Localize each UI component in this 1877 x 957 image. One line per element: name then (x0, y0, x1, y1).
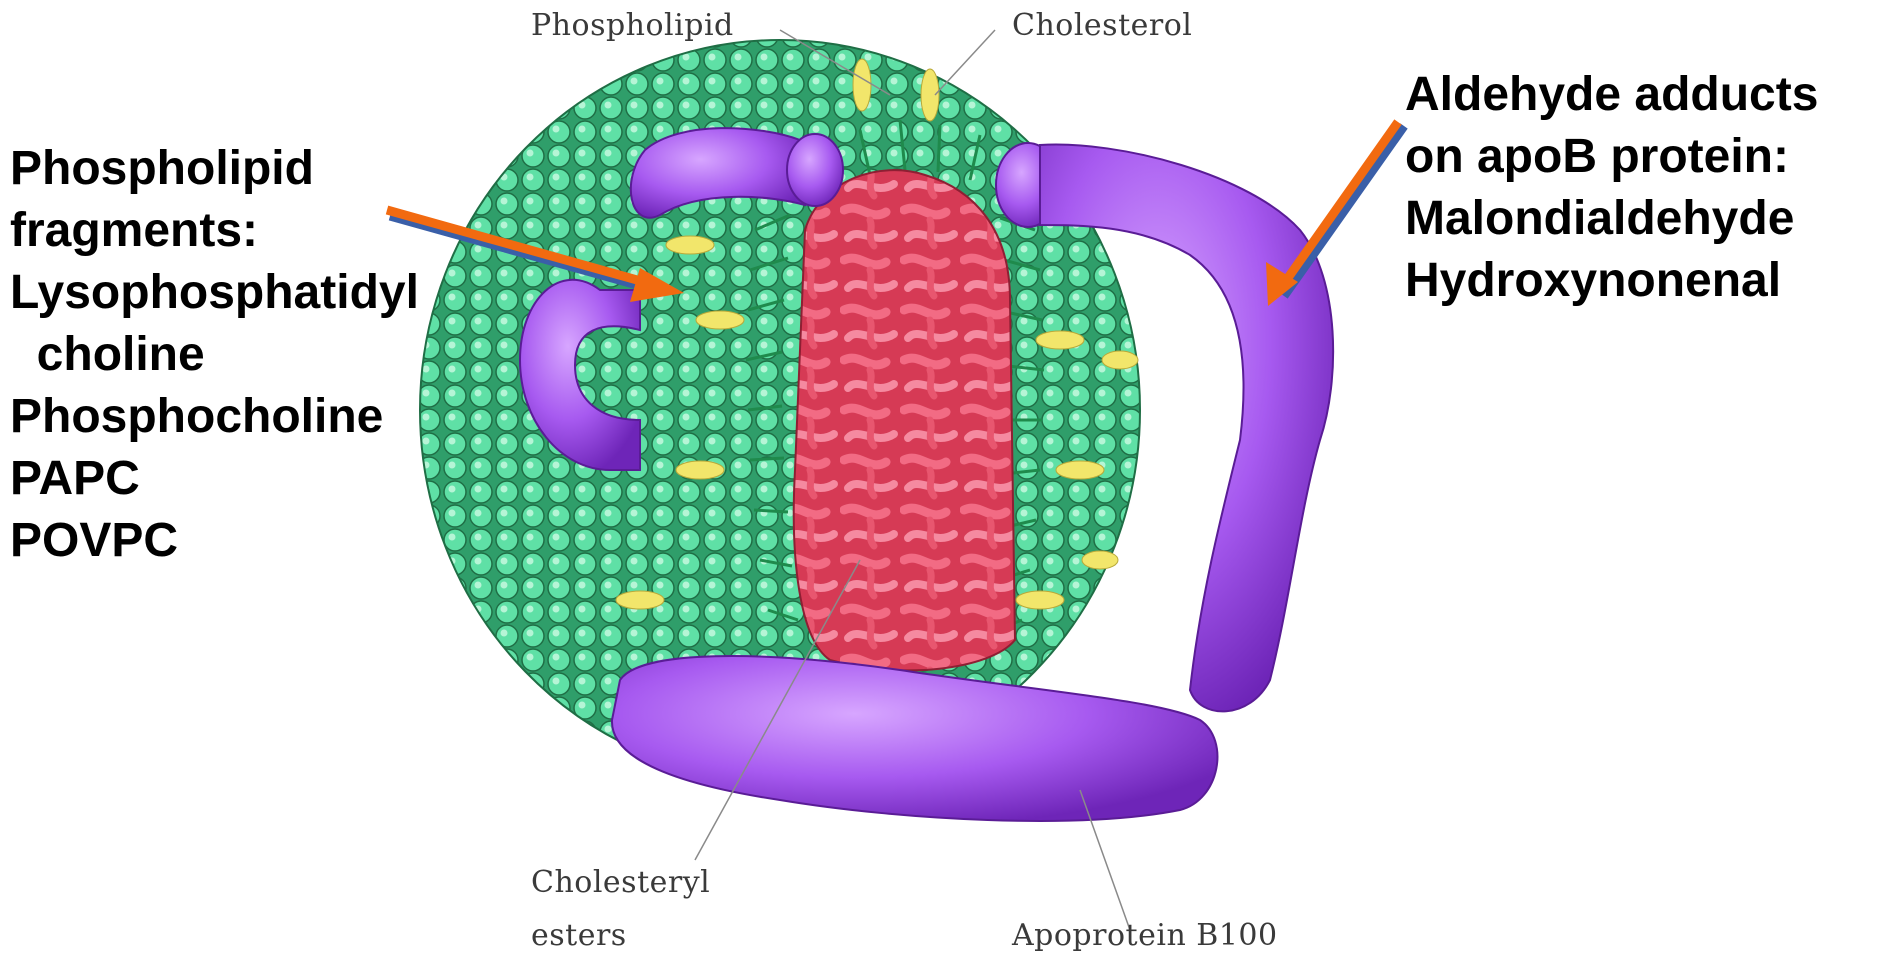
annotation-line: choline (10, 324, 419, 386)
label-phospholipid: Phospholipid (531, 8, 734, 43)
annotation-line: Phospholipid (10, 138, 419, 200)
label-apoprotein-b100: Apoprotein B100 (1012, 918, 1278, 953)
annotation-line: Aldehyde adducts (1405, 64, 1818, 126)
cholesteryl-ester-core (794, 170, 1015, 670)
annotation-line: Lysophosphatidyl (10, 262, 419, 324)
annotation-line: on apoB protein: (1405, 126, 1818, 188)
annotation-line: PAPC (10, 448, 419, 510)
annotation-line: fragments: (10, 200, 419, 262)
aldehyde-adducts-annotation: Aldehyde adducts on apoB protein: Malond… (1405, 64, 1818, 312)
annotation-line: Malondialdehyde (1405, 188, 1818, 250)
label-cholesteryl-esters-line2: esters (531, 918, 627, 953)
annotation-line: POVPC (10, 510, 419, 572)
label-cholesterol: Cholesterol (1012, 8, 1192, 43)
phospholipid-fragments-annotation: Phospholipid fragments: Lysophosphatidyl… (10, 138, 419, 572)
annotation-line: Hydroxynonenal (1405, 250, 1818, 312)
right-arrow (1266, 122, 1404, 306)
annotation-line: Phosphocholine (10, 386, 419, 448)
label-cholesteryl-esters-line1: Cholesteryl (531, 865, 710, 900)
